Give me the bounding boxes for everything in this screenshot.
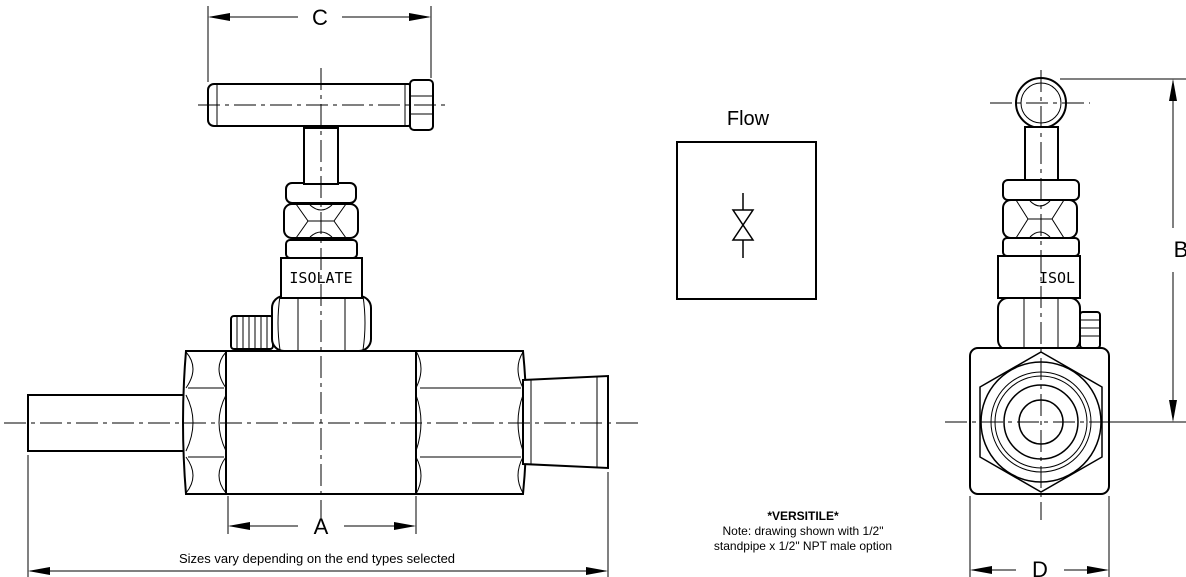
side-isolate-engraving: ISOL — [1039, 269, 1075, 287]
side-lock-knob — [1079, 311, 1101, 349]
dimension-d — [969, 496, 1110, 577]
side-bonnet — [997, 297, 1081, 351]
note-heading: *VERSITILE* — [767, 509, 839, 523]
dimension-c — [207, 6, 432, 82]
valve-bowtie-icon — [731, 209, 755, 241]
overall-length-dimension — [27, 455, 609, 577]
port-hex — [979, 351, 1103, 493]
dimension-a — [227, 496, 417, 534]
side-packing-nut — [1002, 199, 1078, 239]
side-view: ISOL — [945, 70, 1186, 577]
flow-title: Flow — [727, 108, 770, 130]
note-line-2: standpipe x 1/2" NPT male option — [714, 539, 892, 553]
dimension-a-label: A — [314, 514, 329, 539]
dimension-d-label: D — [1032, 557, 1048, 577]
overall-length-caption: Sizes vary depending on the end types se… — [179, 551, 455, 566]
dimension-c-label: C — [312, 5, 328, 30]
front-view: ISOLATE — [4, 5, 640, 577]
note-line-1: Note: drawing shown with 1/2" — [722, 524, 883, 538]
lock-knob — [230, 315, 274, 350]
flow-symbol: Flow — [676, 108, 817, 300]
note-block: *VERSITILE* Note: drawing shown with 1/2… — [714, 509, 892, 553]
dimension-b-label: B — [1174, 237, 1186, 262]
npt-male-fitting — [522, 374, 609, 470]
dimension-b — [1060, 78, 1186, 423]
